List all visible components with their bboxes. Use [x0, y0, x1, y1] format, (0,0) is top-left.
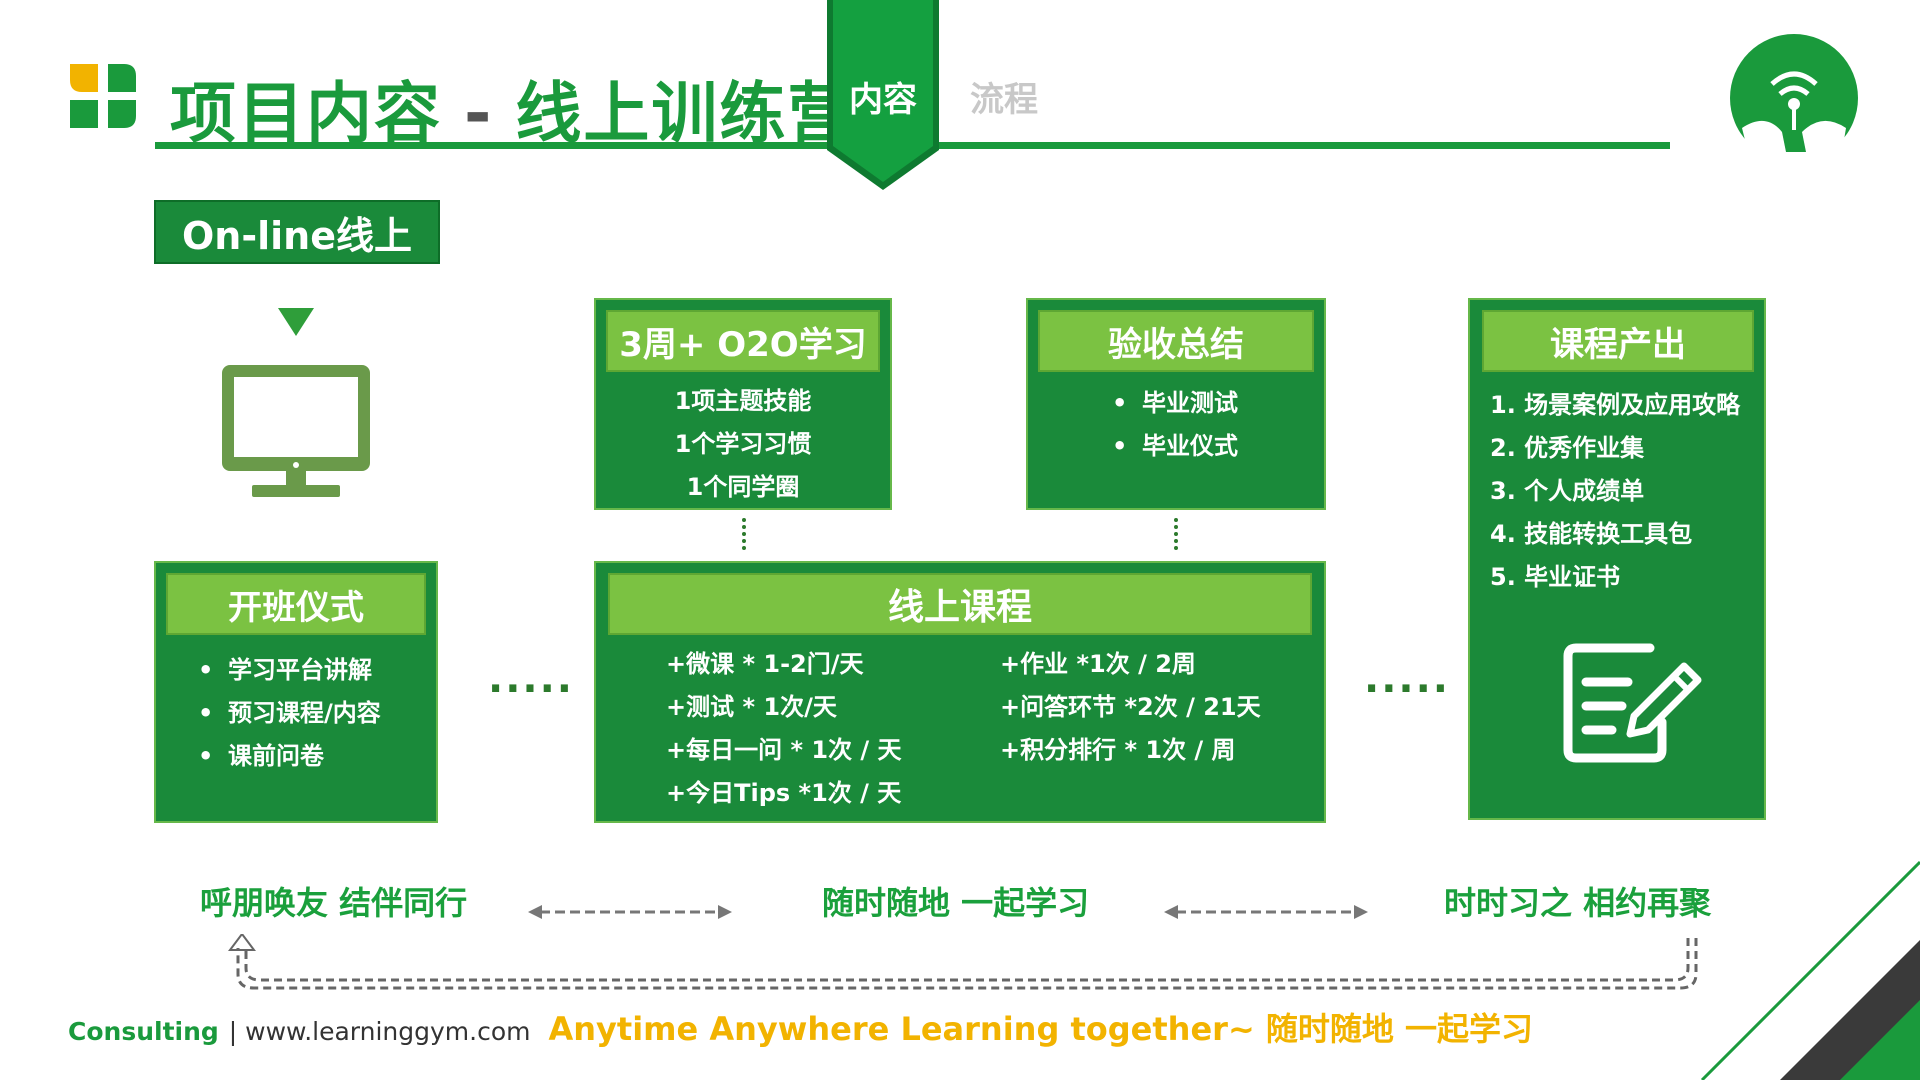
online-badge: On-line线上: [154, 200, 440, 264]
page-title: 项目内容-线上训练营: [170, 60, 855, 156]
list-item: +微课 * 1-2门/天: [666, 650, 864, 678]
list-item: 1个学习习惯: [674, 430, 812, 458]
o2o-list: 1项主题技能 1个学习习惯 1个同学圈: [596, 380, 890, 509]
online-course-right: +作业 *1次 / 2周 +问答环节 *2次 / 21天 +积分排行 * 1次 …: [1000, 643, 1261, 772]
brand-badge-icon: [1730, 34, 1858, 152]
list-item: +测试 * 1次/天: [666, 693, 837, 721]
monitor-icon: [222, 365, 370, 497]
o2o-title: 3周+ O2O学习: [606, 310, 880, 372]
footer: Consulting | www.learninggym.com Anytime…: [68, 1004, 1533, 1050]
list-item: 1项主题技能: [674, 387, 812, 415]
slogan-right: 时时习之 相约再聚: [1444, 884, 1712, 922]
tab-process[interactable]: 流程: [970, 80, 1038, 120]
double-arrow-icon: [528, 905, 732, 919]
logo-icon: [70, 64, 136, 128]
connector-dots: [742, 518, 750, 550]
list-item: •预习课程/内容: [198, 699, 381, 727]
footer-url[interactable]: | www.learninggym.com: [228, 1017, 531, 1046]
footer-consulting: Consulting: [68, 1017, 219, 1046]
list-item: 2. 优秀作业集: [1490, 434, 1645, 462]
acceptance-title: 验收总结: [1038, 310, 1314, 372]
corner-decoration: [1690, 850, 1920, 1080]
list-item: •课前问卷: [198, 742, 324, 770]
acceptance-box: 验收总结 •毕业测试 •毕业仪式: [1026, 298, 1326, 510]
dotted-separator: .....: [1364, 656, 1450, 702]
list-item: 3. 个人成绩单: [1490, 477, 1645, 505]
list-item: •学习平台讲解: [198, 656, 372, 684]
connector-dots: [1174, 518, 1182, 550]
o2o-box: 3周+ O2O学习 1项主题技能 1个学习习惯 1个同学圈: [594, 298, 892, 510]
double-arrow-icon: [1164, 905, 1368, 919]
list-item: +问答环节 *2次 / 21天: [1000, 693, 1261, 721]
list-item: •毕业仪式: [1112, 432, 1238, 460]
document-edit-icon: [1563, 643, 1702, 763]
list-item: •毕业测试: [1112, 389, 1238, 417]
footer-tagline: Anytime Anywhere Learning together~ 随时随地…: [548, 1010, 1534, 1048]
online-course-title: 线上课程: [608, 573, 1312, 635]
opening-title: 开班仪式: [166, 573, 426, 635]
opening-list: •学习平台讲解 •预习课程/内容 •课前问卷: [198, 649, 381, 778]
output-title: 课程产出: [1482, 310, 1754, 372]
title-separator: -: [464, 75, 494, 152]
list-item: 5. 毕业证书: [1490, 563, 1621, 591]
list-item: 1个同学圈: [686, 473, 800, 501]
online-course-left: +微课 * 1-2门/天 +测试 * 1次/天 +每日一问 * 1次 / 天 +…: [666, 643, 902, 815]
list-item: 1. 场景案例及应用攻略: [1490, 391, 1741, 419]
loop-back-arrow-icon: [228, 934, 1698, 990]
slogan-left: 呼朋唤友 结伴同行: [200, 884, 468, 922]
output-list: 1. 场景案例及应用攻略 2. 优秀作业集 3. 个人成绩单 4. 技能转换工具…: [1490, 384, 1740, 599]
list-item: +积分排行 * 1次 / 周: [1000, 736, 1236, 764]
list-item: 4. 技能转换工具包: [1490, 520, 1693, 548]
acceptance-list: •毕业测试 •毕业仪式: [1112, 382, 1238, 468]
down-arrow-icon: [278, 308, 314, 336]
slogan-center: 随时随地 一起学习: [822, 884, 1090, 922]
tab-content[interactable]: 内容: [849, 80, 917, 120]
output-box: 课程产出 1. 场景案例及应用攻略 2. 优秀作业集 3. 个人成绩单 4. 技…: [1468, 298, 1766, 820]
dotted-separator: .....: [488, 656, 574, 702]
list-item: +每日一问 * 1次 / 天: [666, 736, 902, 764]
title-main: 项目内容: [170, 75, 442, 152]
title-sub: 线上训练营: [515, 75, 856, 152]
tab-content-shape[interactable]: [827, 0, 939, 190]
online-course-box: 线上课程 +微课 * 1-2门/天 +测试 * 1次/天 +每日一问 * 1次 …: [594, 561, 1326, 823]
opening-box: 开班仪式 •学习平台讲解 •预习课程/内容 •课前问卷: [154, 561, 438, 823]
list-item: +今日Tips *1次 / 天: [666, 779, 902, 807]
list-item: +作业 *1次 / 2周: [1000, 650, 1196, 678]
